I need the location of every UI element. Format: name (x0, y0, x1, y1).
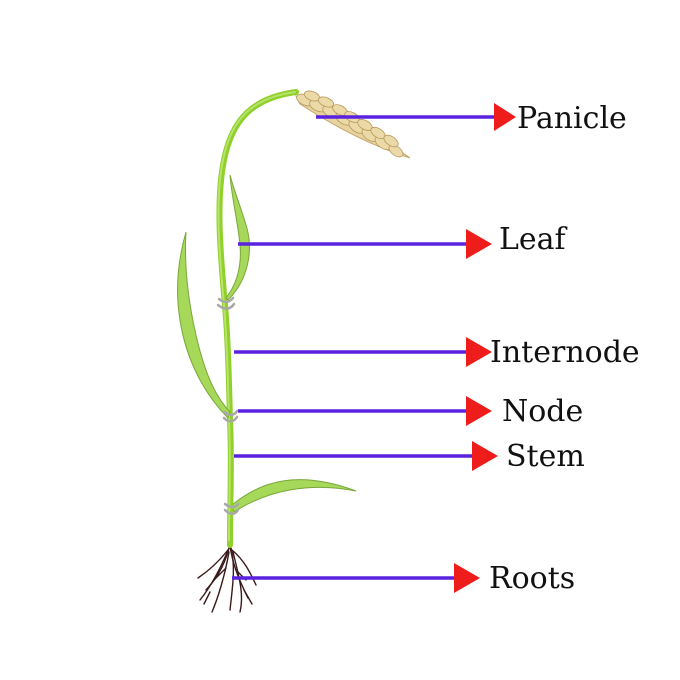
label-roots: Roots (489, 561, 576, 596)
arrowhead-node (466, 396, 492, 426)
label-internode: Internode (490, 335, 640, 370)
main-stem (216, 89, 299, 548)
arrowhead-stem (472, 441, 498, 471)
arrowhead-roots (454, 563, 480, 593)
pointer-lines (232, 115, 500, 580)
upper-leaf (225, 174, 250, 301)
main-stem-highlight (217, 91, 296, 541)
arrowhead-panicle (494, 103, 516, 131)
arrowhead-leaf (466, 229, 492, 259)
label-stem: Stem (506, 439, 585, 474)
label-panicle: Panicle (517, 101, 627, 136)
nodes (216, 296, 240, 515)
arrowheads (454, 103, 516, 593)
label-node: Node (502, 394, 584, 429)
left-leaf (177, 231, 231, 419)
roots-drawing (197, 544, 257, 613)
panicle-drawing (294, 90, 411, 159)
label-leaf: Leaf (499, 222, 566, 257)
lower-leaf (231, 479, 357, 513)
arrowhead-internode (466, 337, 492, 367)
